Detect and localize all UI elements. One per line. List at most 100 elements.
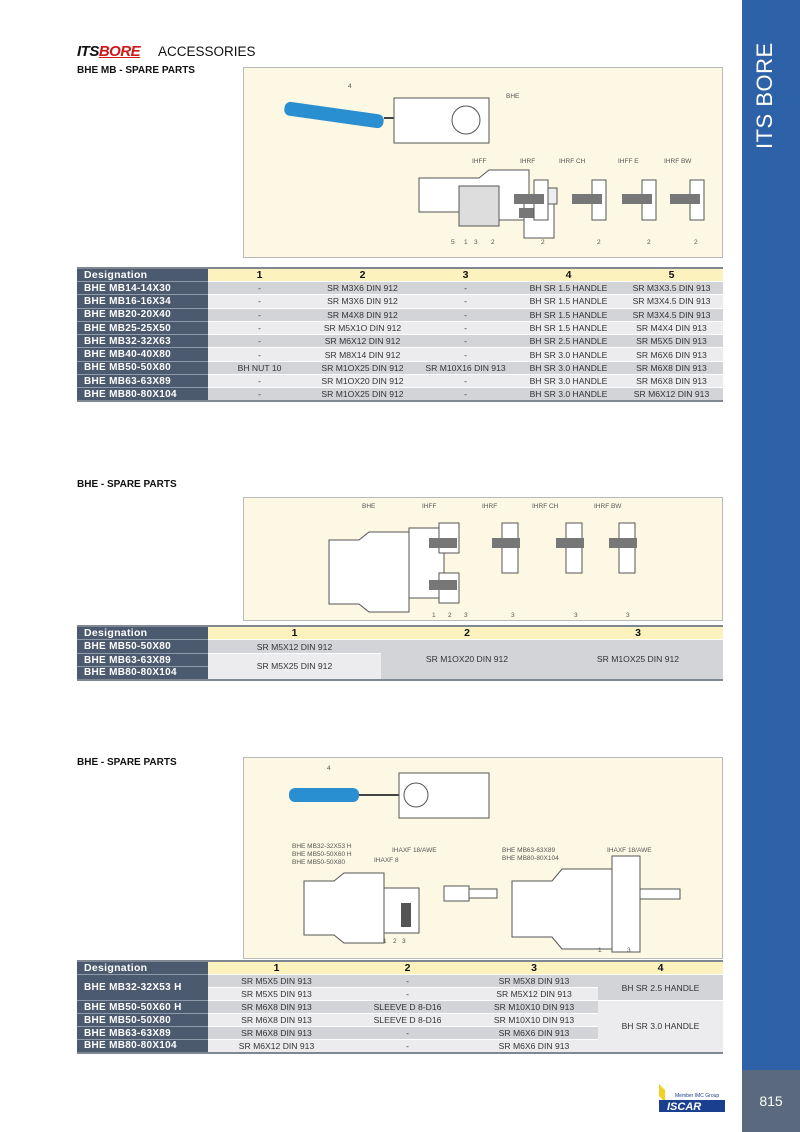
table-row: BHE MB20-20X40-SR M4X8 DIN 912-BH SR 1.5…	[77, 307, 723, 322]
cell: SR M6X8 DIN 913	[208, 1013, 345, 1027]
svg-text:3: 3	[474, 239, 478, 246]
table-row: SR M5X5 DIN 913 - SR M5X12 DIN 913	[77, 987, 723, 1001]
callout-ihrf-bw: IHRF BW	[664, 158, 692, 165]
table-row: BHE MB32-32X53 H SR M5X5 DIN 913 - SR M5…	[77, 974, 723, 1001]
cell: -	[414, 374, 517, 388]
cell: SR M3X6 DIN 912	[311, 280, 414, 295]
svg-text:3: 3	[511, 612, 515, 619]
svg-text:3: 3	[574, 612, 578, 619]
cell: SR M6X8 DIN 913	[620, 360, 723, 375]
table-row: BHE MB50-50X60 H SR M6X8 DIN 913 SLEEVE …	[77, 1000, 723, 1053]
diagram-bhe-mb: 4 BHE IHFF IHRF IHRF CH IHFF E IHRF BW 5…	[243, 67, 723, 258]
cell: -	[414, 294, 517, 309]
designation-cell: BHE MB50-50X80	[77, 360, 208, 375]
cell: SR M6X8 DIN 913	[208, 1026, 345, 1040]
designation-cell: BHE MB50-50X80	[77, 1013, 208, 1027]
callout-ihff: IHFF	[422, 503, 436, 510]
header-col: 1	[208, 625, 381, 640]
header-col: 2	[311, 267, 414, 282]
callout-ihff: IHFF	[472, 158, 486, 165]
callout-ihaxf-8: IHAXF 8	[374, 857, 399, 864]
header-designation: Designation	[77, 625, 208, 640]
callout-ihrf: IHRF	[482, 503, 497, 510]
designation-cell: BHE MB80-80X104	[77, 1039, 208, 1053]
iscar-tagline: Member IMC Group	[675, 1093, 719, 1099]
cell: SR M6X12 DIN 913	[208, 1039, 345, 1053]
table-bhe-mb-spare-parts: Designation 1 2 3 4 5 BHE MB14-14X30-SR …	[77, 267, 723, 403]
table-header-row: Designation 1 2 3 4 5	[77, 267, 723, 282]
table-row: BHE MB40-40X80-SR M8X14 DIN 912-BH SR 3.…	[77, 347, 723, 362]
cell: SR M1OX25 DIN 912	[311, 387, 414, 402]
cell: -	[414, 307, 517, 322]
cell: -	[345, 987, 470, 1001]
svg-text:2: 2	[448, 612, 452, 619]
header-col: 3	[470, 960, 598, 975]
cell: SR M10X10 DIN 913	[470, 1013, 598, 1027]
callout-ihrf-ch: IHRF CH	[559, 158, 586, 165]
svg-text:2: 2	[541, 239, 545, 246]
designation-cell: BHE MB32-32X53 H	[77, 974, 208, 1001]
header-designation: Designation	[77, 267, 208, 282]
header-designation: Designation	[77, 960, 208, 975]
svg-text:3: 3	[464, 612, 468, 619]
section-title-bhe-mb: BHE MB - SPARE PARTS	[77, 65, 195, 76]
cell: SR M6X12 DIN 912	[311, 334, 414, 348]
designation-cell: BHE MB50-50X80	[77, 639, 208, 654]
designation-cell: BHE MB25-25X50	[77, 320, 208, 335]
cell: SR M1OX25 DIN 912	[311, 360, 414, 375]
designation-cell: BHE MB32-32X63	[77, 334, 208, 348]
cell: SR M3X4.5 DIN 913	[620, 307, 723, 322]
header-col: 1	[208, 960, 345, 975]
cell: SR M10X10 DIN 913	[470, 1000, 598, 1014]
cell: BH SR 2.5 HANDLE	[598, 974, 723, 1001]
designation-cell: BHE MB40-40X80	[77, 347, 208, 362]
cell: SLEEVE D 8-D16	[345, 1000, 470, 1014]
table-header-row: Designation 1 2 3	[77, 625, 723, 640]
cell: -	[345, 1039, 470, 1053]
svg-text:3: 3	[627, 947, 631, 954]
diagram-bhe-mb-drawing: 4 BHE IHFF IHRF IHRF CH IHFF E IHRF BW 5…	[284, 83, 705, 246]
cell: BH SR 1.5 HANDLE	[517, 320, 620, 335]
logo-bore-text: BORE	[98, 43, 141, 60]
svg-text:5: 5	[451, 239, 455, 246]
cell: -	[414, 334, 517, 348]
cell: -	[208, 347, 311, 362]
header-col: 3	[553, 625, 723, 640]
section-title-bhe: BHE - SPARE PARTS	[77, 479, 177, 490]
callout-ihrf: IHRF	[520, 158, 535, 165]
cell: SR M10X16 DIN 913	[414, 360, 517, 375]
svg-text:2: 2	[597, 239, 601, 246]
cell: SR M4X4 DIN 913	[620, 320, 723, 335]
iscar-logo: Member IMC Group ISCAR	[659, 1084, 725, 1113]
callout-4: 4	[348, 83, 352, 90]
cell: -	[208, 320, 311, 335]
header-col: 1	[208, 267, 311, 282]
table-row: BHE MB80-80X104	[77, 666, 723, 680]
table-row: BHE MB25-25X50-SR M5X1O DIN 912-BH SR 1.…	[77, 320, 723, 335]
cell: -	[208, 387, 311, 402]
svg-text:2: 2	[647, 239, 651, 246]
header-col: 2	[345, 960, 470, 975]
callout-ihrf-bw: IHRF BW	[594, 503, 622, 510]
cell: SR M5X12 DIN 912	[208, 639, 381, 654]
designation-cell: BHE MB63-63X89	[77, 1026, 208, 1040]
cell: SR M1OX25 DIN 912	[553, 639, 723, 680]
cell: SR M5X1O DIN 912	[311, 320, 414, 335]
callout-bhe-mb32: BHE MB32-32X53 H	[292, 843, 352, 850]
section-title-bhe-2: BHE - SPARE PARTS	[77, 757, 177, 768]
callout-bhe-mb50-60: BHE MB50-50X60 H	[292, 851, 352, 858]
cell: -	[208, 374, 311, 388]
svg-text:1: 1	[598, 947, 602, 954]
page-number: 815	[742, 1070, 800, 1132]
cell: SR M5X5 DIN 913	[208, 987, 345, 1001]
cell: SR M5X8 DIN 913	[470, 974, 598, 988]
handle-icon	[289, 788, 359, 802]
table-row: BHE MB63-63X89 SR M5X25 DIN 912	[77, 653, 723, 680]
cell: SR M1OX20 DIN 912	[381, 639, 553, 680]
cell: SR M6X6 DIN 913	[620, 347, 723, 362]
table-row: BHE MB80-80X104-SR M1OX25 DIN 912-BH SR …	[77, 387, 723, 402]
